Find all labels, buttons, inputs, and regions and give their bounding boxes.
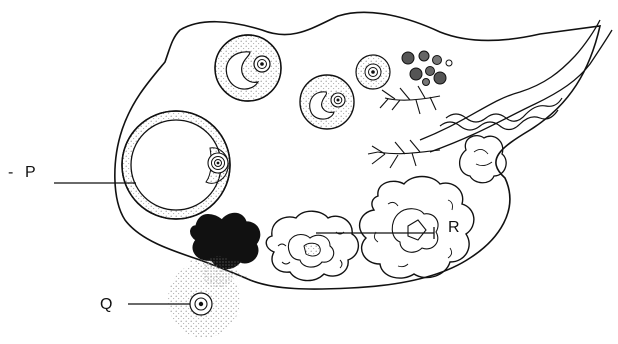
- secondary-follicle: [300, 75, 354, 129]
- blood-vessels: [368, 86, 440, 168]
- small-follicle: [356, 55, 390, 89]
- graafian-follicle: [122, 111, 230, 219]
- corpus-albicans: [460, 136, 507, 183]
- tube-wave: [440, 110, 558, 130]
- label-p: P: [25, 165, 36, 181]
- label-r: R: [448, 220, 460, 236]
- label-q: Q: [100, 297, 112, 313]
- released-ovum: [168, 256, 240, 338]
- primordial-follicles: [402, 51, 452, 86]
- corpus-luteum: [266, 211, 358, 280]
- label-p-prefix: -: [8, 165, 13, 181]
- primary-follicle: [215, 35, 281, 101]
